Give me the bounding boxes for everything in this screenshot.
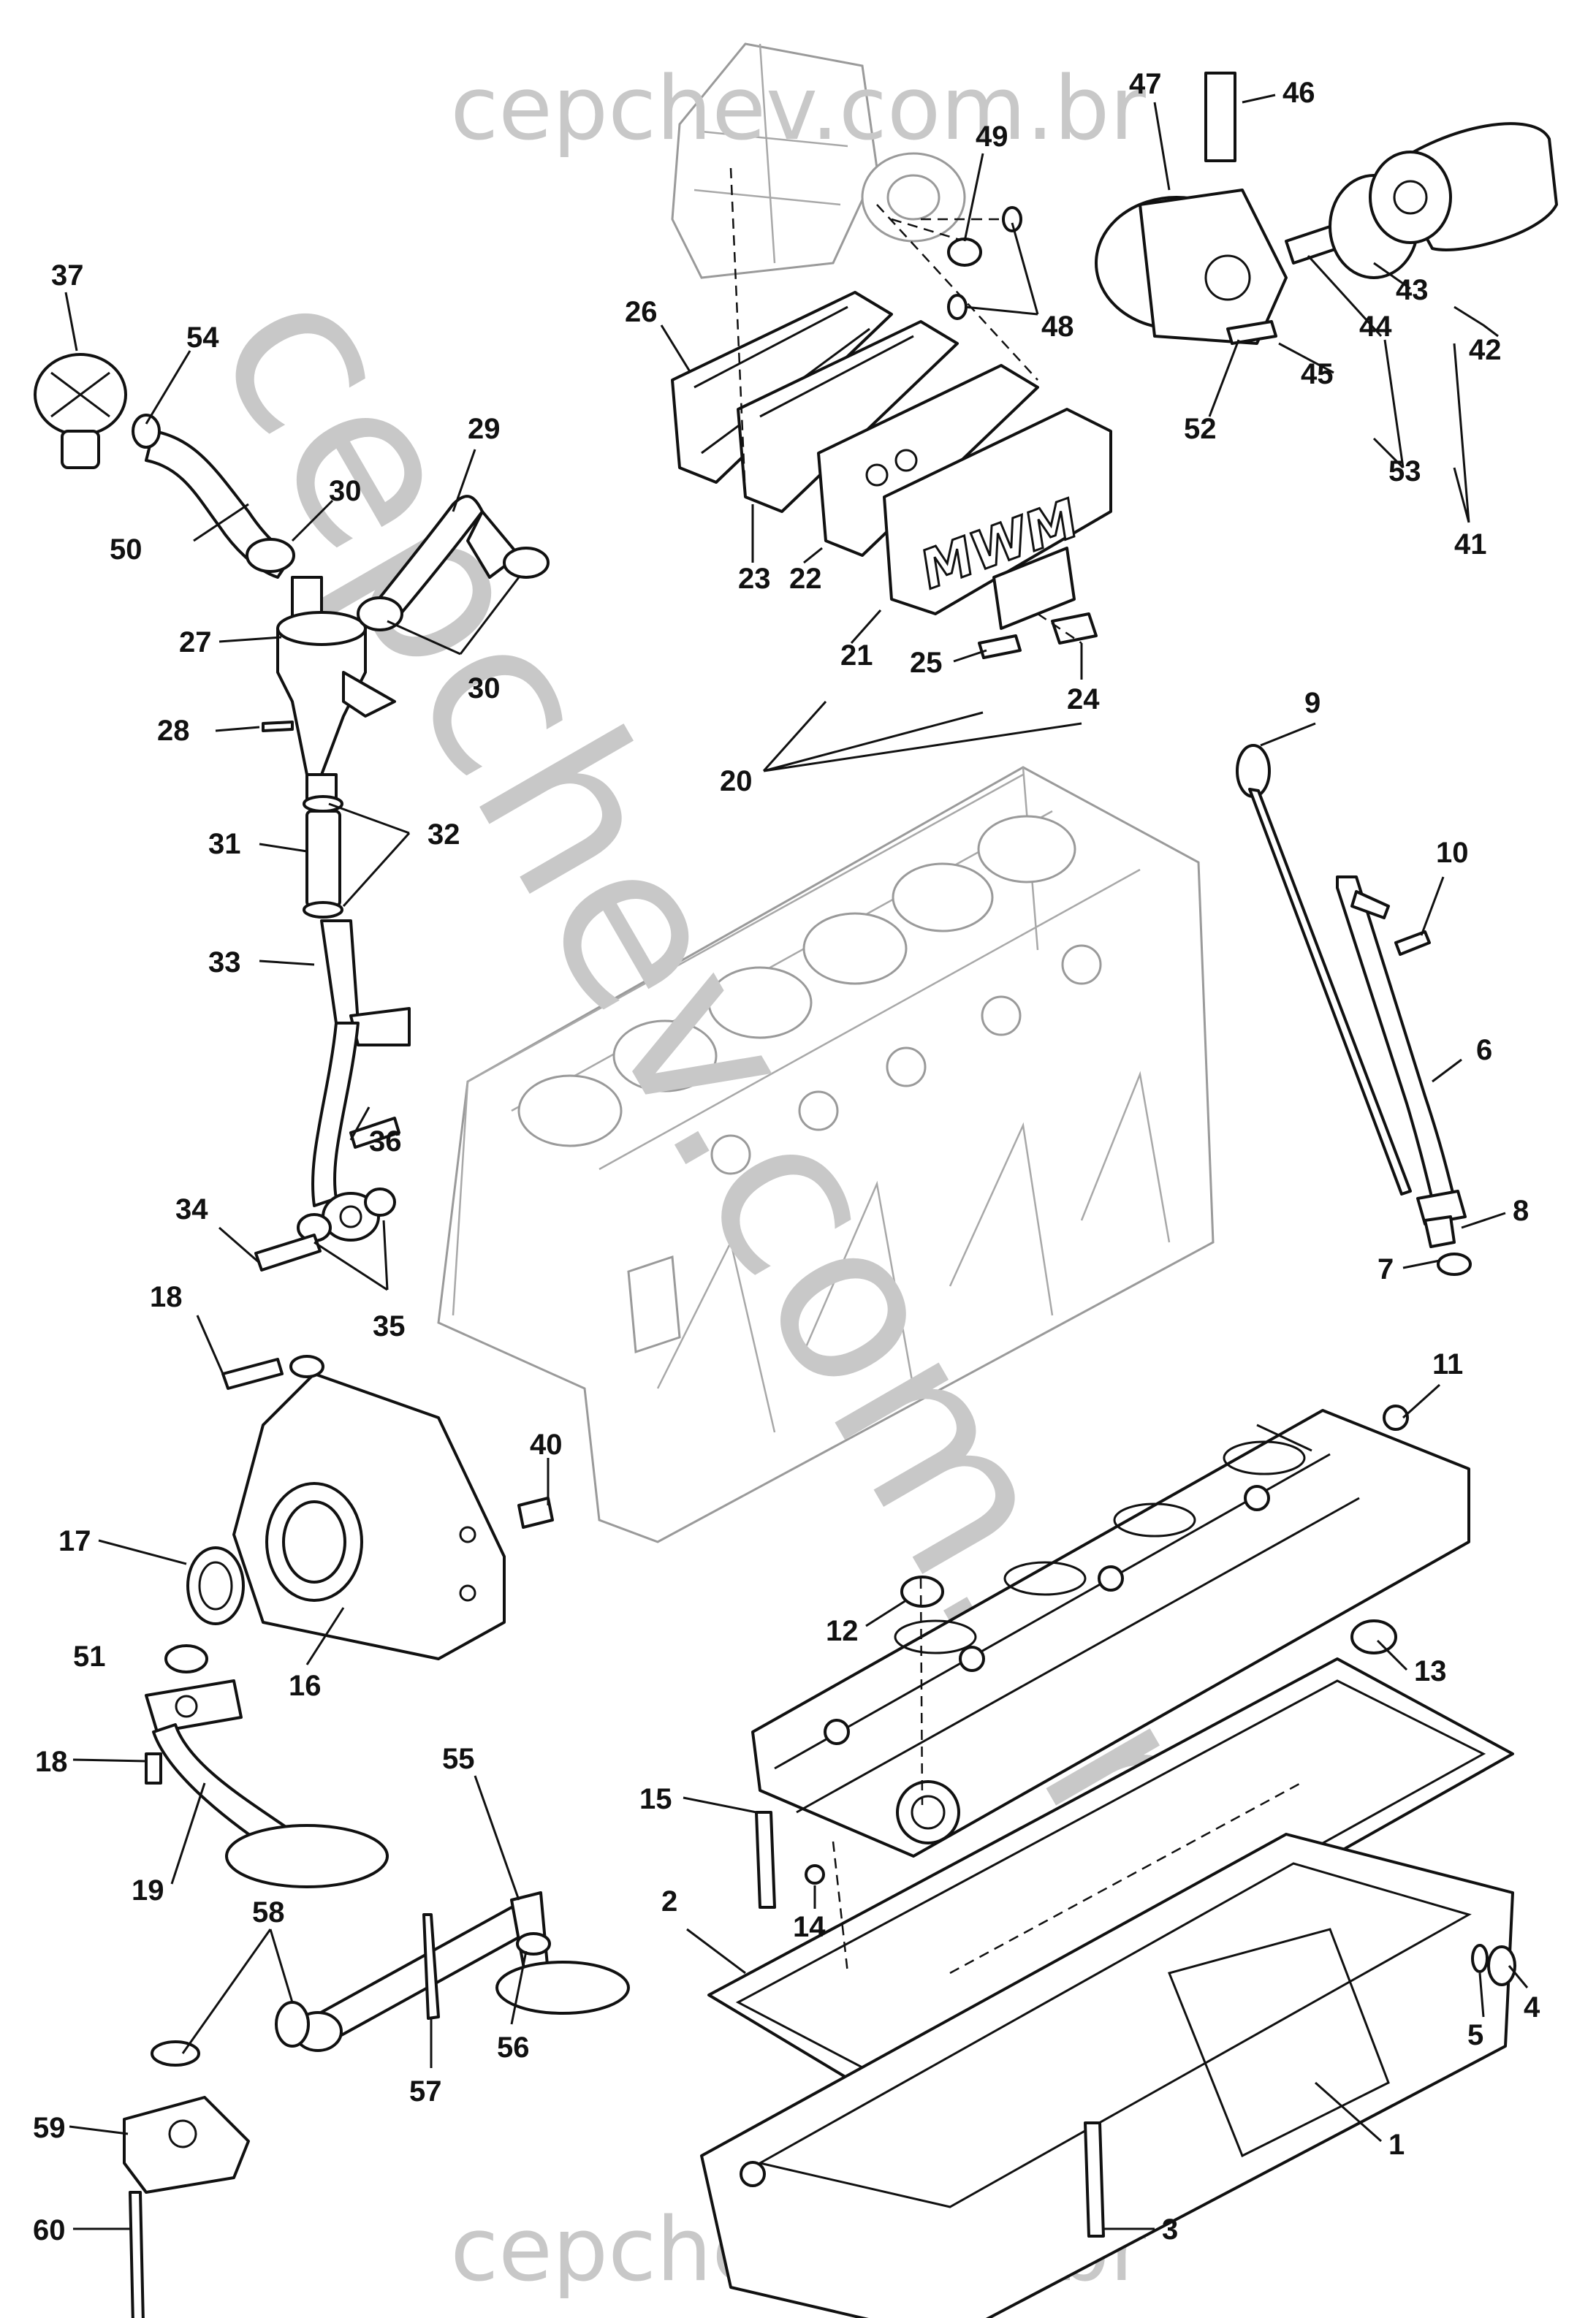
- callout-10: 10: [1436, 837, 1469, 869]
- callout-21: 21: [840, 639, 873, 672]
- callout-17: 17: [58, 1525, 91, 1557]
- callout-47: 47: [1129, 68, 1162, 100]
- rocker-cover-assembly: MWM: [671, 167, 1112, 659]
- callout-33: 33: [208, 946, 241, 978]
- callout-22: 22: [789, 563, 822, 595]
- callout-46: 46: [1282, 77, 1315, 109]
- callout-50: 50: [110, 533, 142, 566]
- callout-28: 28: [157, 715, 190, 747]
- callout-5: 5: [1467, 2019, 1483, 2051]
- callout-55: 55: [442, 1743, 475, 1775]
- callout-15: 15: [639, 1783, 672, 1815]
- callout-4: 4: [1524, 1991, 1540, 2023]
- callout-26: 26: [625, 296, 658, 328]
- callout-16: 16: [289, 1670, 322, 1702]
- bearing-ladder-frame: [751, 1405, 1470, 1909]
- oil-pan-assembly: [700, 1657, 1516, 2318]
- callout-11: 11: [1432, 1348, 1463, 1380]
- callout-41: 41: [1454, 528, 1487, 560]
- callout-31: 31: [208, 828, 241, 860]
- watermark-top: cepchev.com.br: [450, 58, 1146, 160]
- callout-8: 8: [1513, 1195, 1529, 1227]
- callout-43: 43: [1396, 274, 1429, 306]
- callout-3: 3: [1162, 2214, 1178, 2246]
- callout-23: 23: [738, 563, 771, 595]
- callout-9: 9: [1304, 687, 1320, 719]
- callout-19: 19: [132, 1874, 164, 1907]
- callout-25: 25: [910, 647, 943, 679]
- callout-24: 24: [1067, 683, 1100, 715]
- timing-cover-assembly: [186, 1355, 554, 1660]
- callout-60: 60: [33, 2214, 66, 2246]
- callout-30b: 30: [468, 672, 501, 704]
- callout-2: 2: [661, 1885, 677, 1918]
- callout-36: 36: [369, 1125, 402, 1158]
- callout-35: 35: [373, 1310, 406, 1342]
- callout-54: 54: [186, 322, 219, 354]
- oil-filter-assembly: [891, 72, 1558, 345]
- callout-34: 34: [175, 1193, 208, 1226]
- callout-leader-lines: [64, 94, 1529, 2230]
- callout-53: 53: [1388, 455, 1421, 487]
- callout-6: 6: [1476, 1034, 1492, 1066]
- callout-59: 59: [33, 2112, 66, 2144]
- callout-37: 37: [51, 259, 84, 292]
- callout-labels: 1 2 3 4 5 6 7 8 9 10 11 12 13 14 15 16 1…: [33, 68, 1540, 2246]
- callout-58: 58: [252, 1896, 285, 1928]
- callout-40: 40: [530, 1429, 563, 1461]
- callout-14: 14: [793, 1911, 826, 1943]
- callout-13: 13: [1414, 1655, 1447, 1687]
- callout-27: 27: [179, 626, 212, 658]
- callout-7: 7: [1378, 1253, 1394, 1285]
- callout-49: 49: [976, 121, 1008, 153]
- callout-30a: 30: [329, 475, 362, 507]
- callout-45: 45: [1301, 358, 1334, 390]
- callout-42: 42: [1469, 334, 1502, 366]
- dipstick-assembly: [1236, 744, 1472, 1276]
- callout-18b: 18: [35, 1746, 68, 1778]
- callout-32: 32: [428, 818, 460, 851]
- callout-12: 12: [826, 1615, 859, 1647]
- callout-56: 56: [497, 2032, 530, 2064]
- callout-51: 51: [73, 1641, 106, 1673]
- assembly-lines: [832, 612, 1302, 1975]
- callout-52: 52: [1184, 413, 1217, 445]
- callout-1: 1: [1388, 2129, 1405, 2161]
- oil-pickup-assembly: [145, 1644, 389, 1888]
- callout-44: 44: [1359, 311, 1392, 343]
- callout-48: 48: [1041, 311, 1074, 343]
- breather-hose-assembly: [34, 353, 550, 1272]
- callout-29: 29: [468, 413, 501, 445]
- callout-57: 57: [409, 2075, 442, 2108]
- engine-block-ghost: [437, 766, 1215, 1543]
- oil-pickup-assembly-2: [123, 1891, 630, 2318]
- callout-18a: 18: [150, 1281, 183, 1313]
- callout-20: 20: [720, 765, 753, 797]
